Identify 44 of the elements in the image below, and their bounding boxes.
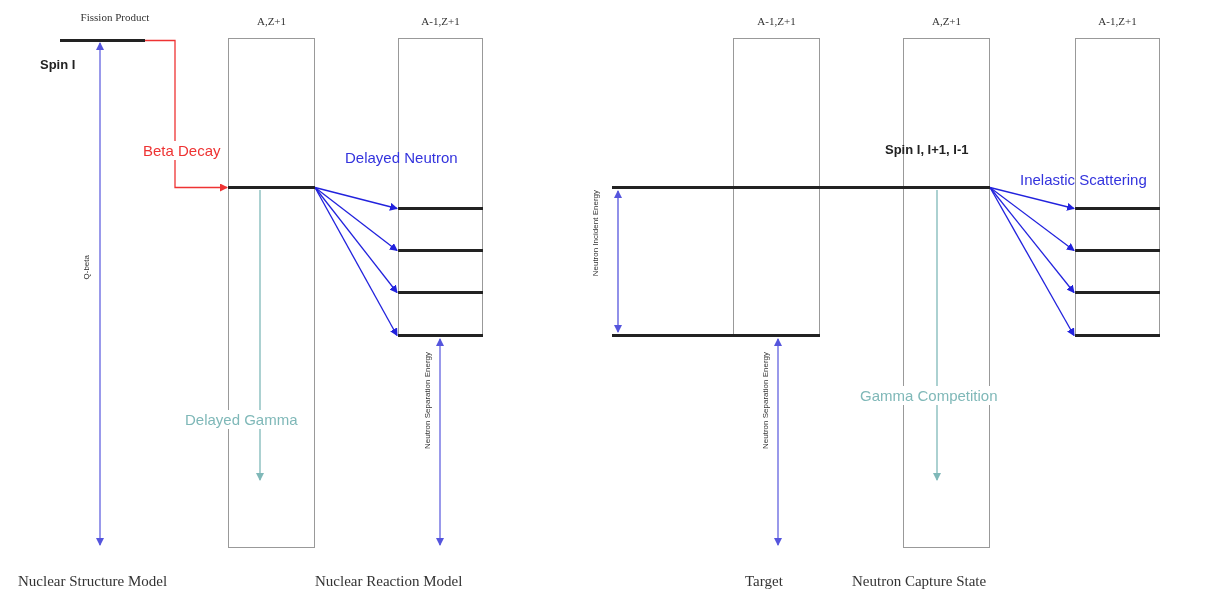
arrow <box>989 186 1075 294</box>
dimension-label: Neutron Separation Energy <box>761 352 771 449</box>
spin-label: Spin I <box>40 58 76 71</box>
process-label: Inelastic Scattering <box>1020 172 1147 187</box>
edge-label: Neutron Incident Energy <box>592 190 600 277</box>
column-header: A-1,Z+1 <box>420 16 461 27</box>
energy-level <box>398 291 483 294</box>
energy-level <box>1075 207 1160 210</box>
arrow <box>989 186 1075 211</box>
energy-level <box>612 334 820 337</box>
model-caption: Neutron Capture State <box>852 574 987 589</box>
energy-level <box>1075 291 1160 294</box>
edge-label: Beta Decay <box>143 140 221 160</box>
model-caption: Target <box>745 574 783 589</box>
arrow <box>314 186 398 294</box>
arrow <box>989 186 1075 252</box>
column-header: A,Z+1 <box>255 16 288 27</box>
arrow <box>314 186 398 252</box>
energy-level <box>228 186 315 189</box>
edge-label: Gamma Competition <box>860 386 998 405</box>
energy-level <box>1075 249 1160 252</box>
column-header: A-1,Z+1 <box>1097 16 1138 27</box>
dimension-arrow <box>614 190 622 333</box>
model-caption: Nuclear Structure Model <box>18 574 168 589</box>
dimension-label: Q-beta <box>82 255 92 280</box>
arrow <box>144 39 228 192</box>
arrow <box>256 189 264 481</box>
column-header: A,Z+1 <box>930 16 963 27</box>
spin-label: Spin I, I+1, I-1 <box>885 143 969 156</box>
model-caption: Nuclear Reaction Model <box>315 574 463 589</box>
level-label: Fission Product <box>79 12 151 23</box>
energy-level <box>1075 334 1160 337</box>
arrow <box>933 189 941 481</box>
arrow <box>989 186 1075 337</box>
edge-label: Delayed Gamma <box>185 410 298 429</box>
energy-level <box>398 207 483 210</box>
column-header: A-1,Z+1 <box>756 16 797 27</box>
energy-level <box>398 334 483 337</box>
arrow <box>314 186 398 211</box>
energy-level <box>612 186 990 189</box>
arrow <box>314 186 398 337</box>
process-label: Delayed Neutron <box>345 150 458 165</box>
dimension-label: Neutron Separation Energy <box>423 352 433 449</box>
energy-level <box>398 249 483 252</box>
